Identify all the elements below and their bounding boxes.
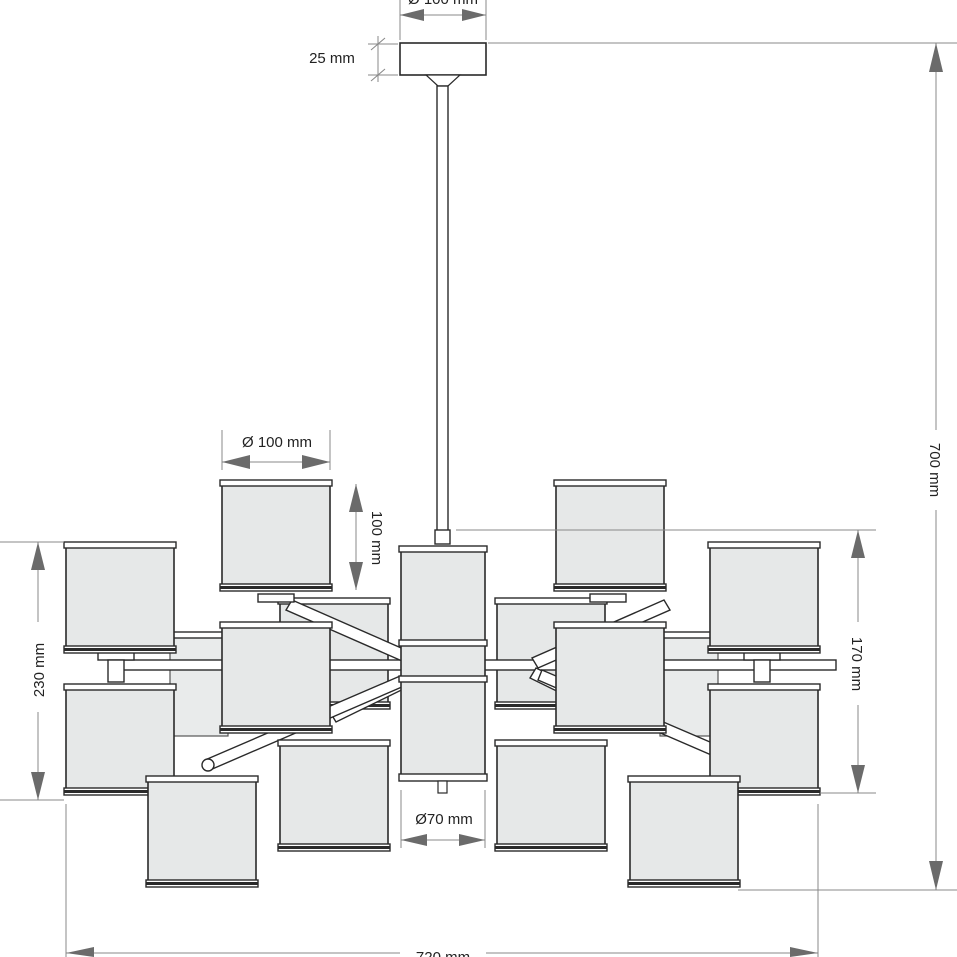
center-column — [398, 545, 488, 794]
shade-diameter-label: Ø 100 mm — [242, 434, 312, 451]
body-height-label: 170 mm — [848, 637, 865, 691]
center-diameter-label: Ø70 mm — [415, 811, 473, 828]
total-width-label: 720 mm — [416, 949, 470, 957]
total-height-label: 700 mm — [926, 443, 943, 497]
suspension-rod — [434, 85, 451, 545]
ceiling-canopy — [399, 42, 487, 87]
canopy-diameter-label: Ø 100 mm — [408, 0, 478, 8]
dimension-labels: Ø 100 mm 25 mm 700 mm Ø 100 mm 100 mm 17… — [31, 0, 943, 957]
outer-height-label: 230 mm — [31, 643, 48, 697]
canopy-height-label: 25 mm — [309, 50, 355, 67]
shade-height-label: 100 mm — [368, 511, 385, 565]
